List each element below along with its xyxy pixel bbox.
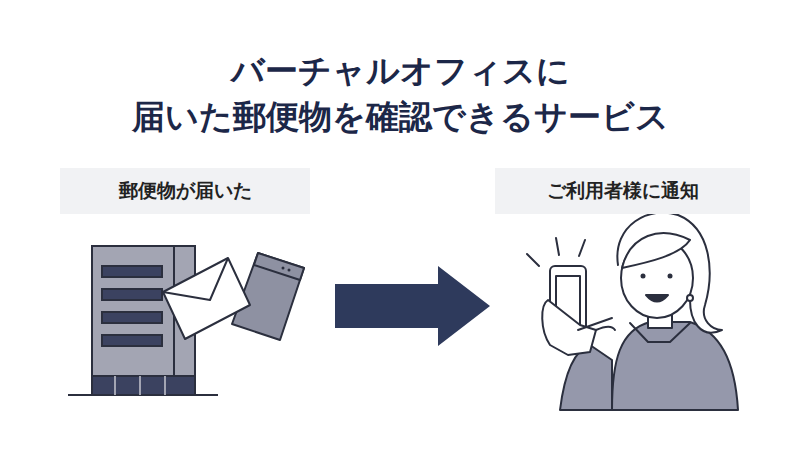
person-illustration	[527, 212, 738, 410]
panel-group: ご利用者様に通知	[495, 168, 750, 408]
diagram-title: バーチャルオフィスに 届いた郵便物を確認できるサービス	[40, 48, 760, 140]
flow-arrow	[335, 266, 490, 346]
step-label: 郵便物が届いた	[60, 168, 310, 214]
envelope-icon	[163, 258, 250, 339]
panel-group: 郵便物が届いた	[60, 168, 310, 400]
step-label: ご利用者様に通知	[495, 168, 750, 214]
